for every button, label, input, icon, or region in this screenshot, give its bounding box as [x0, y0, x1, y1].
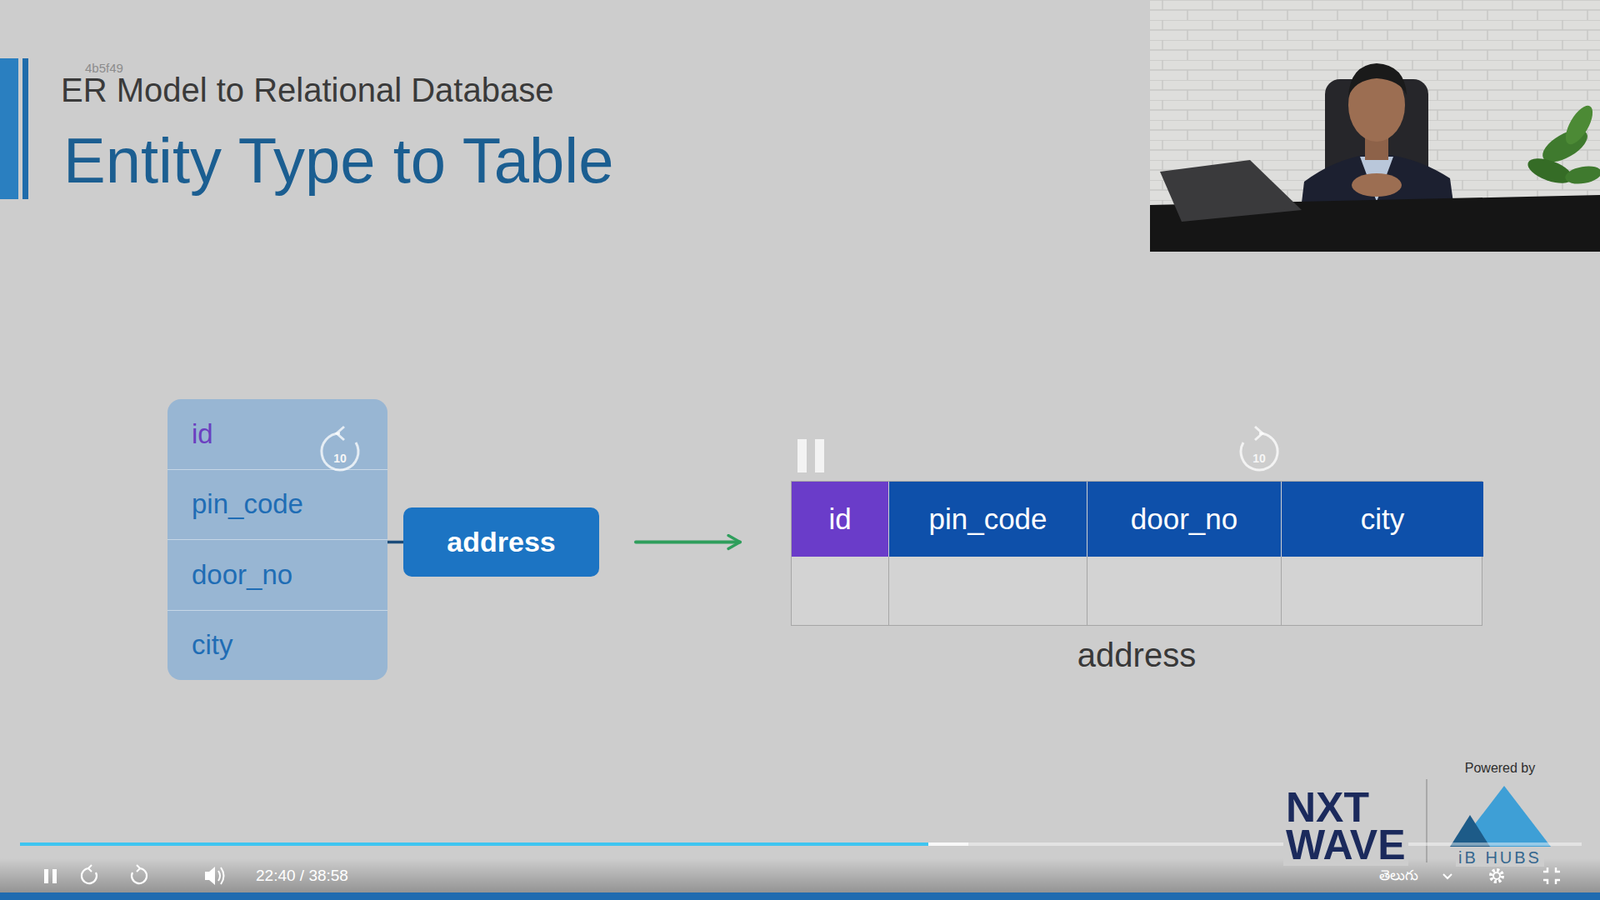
logo-text: NXT: [1283, 786, 1372, 829]
table-body-cell: [1281, 556, 1484, 625]
ib-hubs-logo: [1450, 815, 1490, 847]
forward-button: [131, 868, 147, 884]
plant: [1525, 153, 1576, 189]
volume-button: [218, 867, 225, 885]
accent-bar: [22, 58, 29, 200]
entity-attribute-box: idpin_codedoor_nocity: [167, 399, 388, 680]
table-body-cell: [791, 556, 890, 625]
attribute-name: door_no: [167, 540, 388, 611]
logo-text: iB HUBS: [1455, 848, 1545, 867]
table-header-cell: city: [1281, 481, 1484, 557]
bottom-strip: [0, 892, 1600, 900]
pause-button: [52, 869, 57, 884]
overlay-rewind-icon: [336, 426, 345, 440]
language-chevron: [1443, 874, 1452, 879]
pause-button: [44, 869, 49, 884]
slide-subtitle: ER Model to Relational Database: [60, 73, 554, 107]
overlay-pause-icon: [815, 439, 825, 473]
settings-button: [1493, 872, 1500, 880]
overlay-pause-icon: [797, 439, 807, 473]
logo-text: WAVE: [1283, 824, 1409, 866]
forward-button: [136, 865, 140, 872]
laptop: [1160, 160, 1302, 222]
progress-buffered: [20, 842, 969, 846]
conversion-arrow: [635, 540, 740, 545]
slide-title: Entity Type to Table: [63, 125, 615, 196]
table-header-cell: id: [791, 481, 890, 557]
attribute-name: pin_code: [167, 470, 388, 541]
table-header-cell: pin_code: [889, 481, 1088, 557]
forward-seconds: 10: [1252, 452, 1266, 465]
volume-button: [205, 866, 215, 885]
table-body-cell: [1087, 556, 1282, 625]
plant: [1560, 101, 1598, 149]
overlay-forward-icon: [1240, 433, 1278, 470]
plant: [1564, 163, 1600, 186]
presenter-hands: [1351, 173, 1402, 197]
overlay-forward-icon: [1255, 426, 1263, 440]
overlay-rewind-icon: [321, 433, 359, 470]
video-time: 22:40 / 38:58: [255, 867, 349, 885]
fullscreen-exit-button: [1543, 867, 1560, 885]
powered-by-text: Powered by: [1465, 760, 1536, 776]
rewind-button: [81, 868, 97, 884]
video-thumbnail: [1150, 0, 1600, 252]
language-selector: తెలుగు: [1379, 868, 1419, 885]
relationship-line: [387, 540, 404, 545]
relation-table: addressidpin_codedoor_nocity: [790, 480, 1483, 626]
progress-played: [20, 842, 929, 846]
rewind-seconds: 10: [333, 452, 347, 465]
entity-box: address: [403, 507, 600, 577]
attribute-name: id: [167, 399, 388, 470]
settings-button: [1490, 870, 1503, 882]
entity-name: address: [446, 525, 555, 559]
accent-bar: [0, 58, 19, 200]
rewind-button: [88, 865, 92, 872]
presenter-hair: [1348, 63, 1407, 97]
attribute-name: city: [167, 610, 388, 681]
logo-separator: [1425, 779, 1428, 863]
table-body-cell: [889, 556, 1088, 625]
table-header-cell: door_no: [1087, 481, 1282, 557]
table-name: address: [791, 636, 1482, 675]
